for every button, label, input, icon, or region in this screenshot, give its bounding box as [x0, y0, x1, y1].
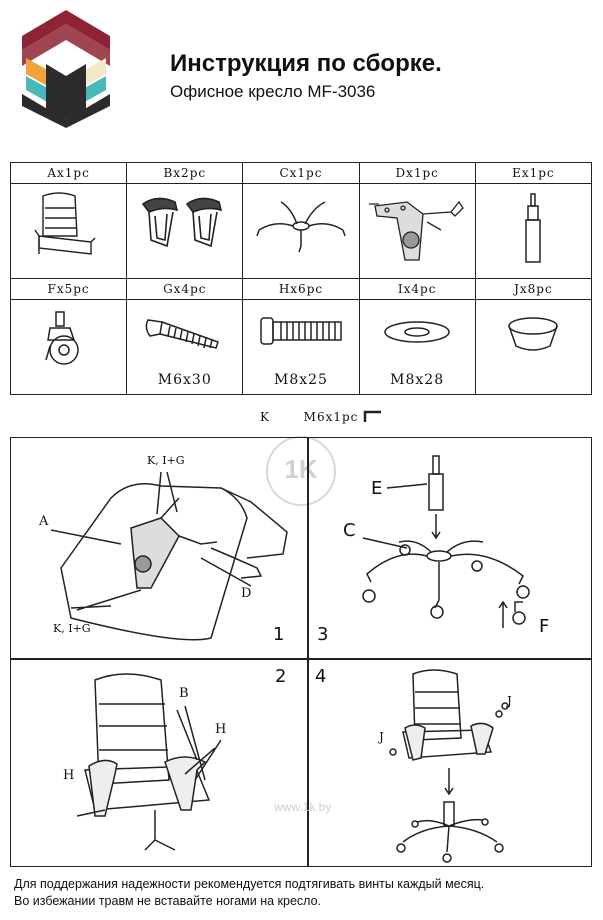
washer-icon	[384, 321, 450, 343]
caster-icon	[44, 311, 79, 365]
part-label-c: Cx1pc	[242, 162, 360, 184]
tool-line: K M6x1pc	[260, 410, 382, 424]
step-1-label-kig-bottom: K, I+G	[53, 622, 91, 635]
step-1-label-a: A	[39, 514, 49, 529]
step-4-illustration	[389, 669, 509, 863]
page-subtitle: Офисное кресло MF-3036	[170, 82, 376, 101]
part-label-g: Gx4pc	[126, 278, 244, 300]
step-3-label-c: C	[343, 520, 356, 541]
step-3-label-f: F	[539, 616, 550, 637]
part-e-cell	[474, 183, 593, 279]
gas-lift-icon	[525, 193, 542, 263]
step-1-illustration	[51, 471, 288, 641]
part-g-size: M6x30	[157, 372, 212, 388]
bolt-icon	[260, 317, 342, 345]
mechanism-icon	[369, 200, 464, 261]
part-f-cell	[9, 299, 128, 395]
step-2-number: 2	[275, 666, 287, 687]
part-label-d: Dx1pc	[358, 162, 476, 184]
part-label-i: Ix4pc	[358, 278, 476, 300]
part-label-f: Fx5pc	[9, 278, 128, 300]
part-i-size: M8x28	[390, 372, 445, 388]
tool-letter: K	[260, 410, 270, 424]
step-1-label-kig-top: K, I+G	[147, 454, 185, 467]
step-3-number: 3	[317, 624, 329, 645]
part-label-j: Jx8pc	[474, 278, 593, 300]
star-base-icon	[256, 201, 346, 253]
part-label-a: Ax1pc	[9, 162, 128, 184]
brand-logo	[22, 10, 110, 128]
armrest-icon	[141, 197, 222, 248]
part-a-cell	[9, 183, 128, 279]
page-title: Инструкция по сборке.	[170, 50, 442, 77]
part-c-cell	[242, 183, 360, 279]
step-2-label-b: B	[179, 686, 189, 701]
part-b-cell	[126, 183, 244, 279]
part-d-cell	[358, 183, 476, 279]
hex-key-icon	[363, 410, 382, 422]
step-4-number: 4	[315, 666, 327, 687]
steps-divider-horizontal	[11, 658, 591, 660]
parts-table: Ax1pc Bx2pc Cx1pc Dx1pc Ex1pc	[9, 162, 593, 395]
part-h-cell: M8x25	[242, 299, 360, 395]
part-j-cell	[474, 299, 593, 395]
bolt-icon	[145, 319, 219, 349]
step-4-label-j-right: J	[507, 694, 512, 708]
watermark-site: www.1k.by	[274, 800, 332, 814]
step-3-illustration	[362, 455, 530, 628]
step-4-label-j-left: J	[379, 730, 384, 744]
step-2-label-h-right: H	[215, 722, 227, 737]
step-2-illustration	[76, 673, 222, 851]
part-i-cell: M8x28	[358, 299, 476, 395]
cap-icon	[508, 317, 559, 351]
maintenance-note: Для поддержания надежности рекомендуется…	[14, 877, 485, 891]
part-g-cell: M6x30	[126, 299, 244, 395]
step-1-label-d: D	[241, 586, 252, 601]
step-2-label-h-left: H	[63, 768, 75, 783]
part-label-h: Hx6pc	[242, 278, 360, 300]
step-3-label-e: E	[371, 478, 383, 499]
part-h-size: M8x25	[273, 372, 328, 388]
part-label-b: Bx2pc	[126, 162, 244, 184]
tool-label: M6x1pc	[303, 410, 359, 424]
part-label-e: Ex1pc	[474, 162, 593, 184]
steps-divider-vertical	[307, 438, 309, 866]
step-1-number: 1	[273, 624, 285, 645]
assembly-steps: K, I+G A K, I+G D 1 E C F 3 B H H 2	[10, 437, 592, 867]
seat-back-icon	[34, 192, 96, 255]
safety-note: Во избежании травм не вставайте ногами н…	[14, 894, 322, 908]
